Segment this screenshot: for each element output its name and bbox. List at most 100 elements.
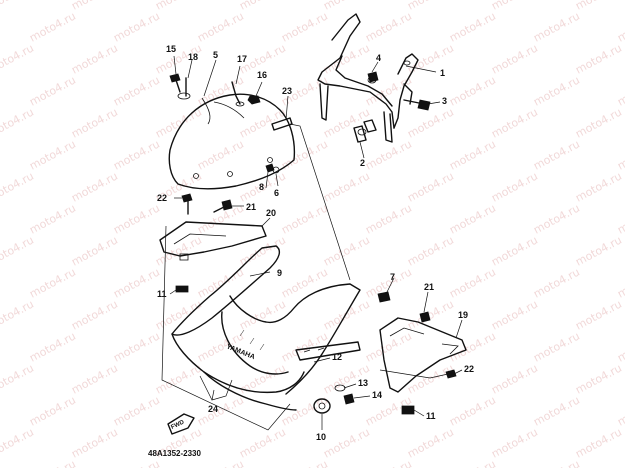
watermark-text: moto4.ru <box>573 105 624 140</box>
callout-11-right: 11 <box>426 411 436 421</box>
watermark-text: moto4.ru <box>153 0 204 13</box>
callout-20: 20 <box>266 208 276 218</box>
watermark-text: moto4.ru <box>27 137 78 172</box>
callout-14: 14 <box>372 390 382 400</box>
watermark-text: moto4.ru <box>0 0 36 13</box>
watermark-text: moto4.ru <box>153 297 204 332</box>
watermark-text: moto4.ru <box>0 105 36 140</box>
watermark-text: moto4.ru <box>195 137 246 172</box>
watermark-text: moto4.ru <box>237 297 288 332</box>
fasteners <box>169 71 457 415</box>
watermark-text: moto4.ru <box>615 201 625 236</box>
watermark-text: moto4.ru <box>111 457 162 468</box>
watermark-text: moto4.ru <box>321 297 372 332</box>
watermark-text: moto4.ru <box>69 297 120 332</box>
watermark-text: moto4.ru <box>363 329 414 364</box>
watermark-text: moto4.ru <box>573 41 624 76</box>
watermark-text: moto4.ru <box>111 265 162 300</box>
inner-panel-left <box>159 221 267 261</box>
fairing-stay <box>317 13 419 143</box>
watermark-text: moto4.ru <box>111 9 162 44</box>
watermark-text: moto4.ru <box>111 393 162 428</box>
watermark-text: moto4.ru <box>615 9 625 44</box>
watermark-text: moto4.ru <box>363 137 414 172</box>
watermark-text: moto4.ru <box>615 265 625 300</box>
watermark-text: moto4.ru <box>489 41 540 76</box>
callout-17: 17 <box>237 54 247 64</box>
watermark-text: moto4.ru <box>489 297 540 332</box>
watermark-text: moto4.ru <box>321 0 372 13</box>
watermark-text: moto4.ru <box>279 265 330 300</box>
watermark-text: moto4.ru <box>489 105 540 140</box>
watermark-text: moto4.ru <box>447 265 498 300</box>
watermark-text: moto4.ru <box>531 73 582 108</box>
callout-15: 15 <box>166 44 176 54</box>
watermark-text: moto4.ru <box>531 201 582 236</box>
watermark-text: moto4.ru <box>363 457 414 468</box>
callout-16: 16 <box>257 70 267 80</box>
watermark-text: moto4.ru <box>573 425 624 460</box>
watermark-text: moto4.ru <box>69 0 120 13</box>
watermark-text: moto4.ru <box>531 457 582 468</box>
watermark-text: moto4.ru <box>447 201 498 236</box>
watermark-text: moto4.ru <box>531 137 582 172</box>
callout-21-right: 21 <box>424 282 434 292</box>
watermark-text: moto4.ru <box>447 73 498 108</box>
watermark-text: moto4.ru <box>531 9 582 44</box>
watermark-text: moto4.ru <box>405 0 456 13</box>
watermark-text: moto4.ru <box>237 0 288 13</box>
leader-lines <box>161 55 463 431</box>
callout-24: 24 <box>208 404 218 414</box>
watermark-text: moto4.ru <box>531 329 582 364</box>
watermark-text: moto4.ru <box>195 9 246 44</box>
watermark-text: moto4.ru <box>0 233 36 268</box>
callout-22-left: 22 <box>157 193 167 203</box>
watermark-text: moto4.ru <box>69 425 120 460</box>
watermark-text: moto4.ru <box>111 73 162 108</box>
watermark-text: moto4.ru <box>0 425 36 460</box>
watermark-text: moto4.ru <box>111 201 162 236</box>
watermark-text: moto4.ru <box>69 41 120 76</box>
callout-8: 8 <box>259 182 264 192</box>
watermark-text: moto4.ru <box>489 425 540 460</box>
callout-23: 23 <box>282 86 292 96</box>
watermark-text: moto4.ru <box>321 41 372 76</box>
watermark-text: moto4.ru <box>321 169 372 204</box>
callout-10: 10 <box>316 432 326 442</box>
watermark-text: moto4.ru <box>363 9 414 44</box>
watermark-text: moto4.ru <box>489 233 540 268</box>
watermark-text: moto4.ru <box>279 9 330 44</box>
callout-5: 5 <box>213 50 218 60</box>
side-cowl-right <box>379 317 467 393</box>
watermark-text: moto4.ru <box>531 265 582 300</box>
callout-19: 19 <box>458 310 468 320</box>
callout-3: 3 <box>442 96 447 106</box>
windscreen <box>168 93 296 190</box>
watermark-text: moto4.ru <box>0 41 36 76</box>
diagram-code: 48A1352-2330 <box>148 449 201 458</box>
watermark-text: moto4.ru <box>27 73 78 108</box>
watermark-text: moto4.ru <box>573 297 624 332</box>
watermark-text: moto4.ru <box>279 457 330 468</box>
callout-11-left: 11 <box>157 289 167 299</box>
watermark-text: moto4.ru <box>405 425 456 460</box>
watermark-text: moto4.ru <box>195 393 246 428</box>
watermark-text: moto4.ru <box>0 297 36 332</box>
watermark-text: moto4.ru <box>447 9 498 44</box>
watermark-text: moto4.ru <box>69 361 120 396</box>
callout-12: 12 <box>332 352 342 362</box>
watermark-text: moto4.ru <box>0 361 36 396</box>
watermark-text: moto4.ru <box>447 137 498 172</box>
watermark-text: moto4.ru <box>615 457 625 468</box>
watermark-text: moto4.ru <box>321 425 372 460</box>
callout-6: 6 <box>274 188 279 198</box>
watermark-text: moto4.ru <box>615 137 625 172</box>
callout-13: 13 <box>358 378 368 388</box>
watermark-text: moto4.ru <box>69 105 120 140</box>
watermark-text: moto4.ru <box>111 137 162 172</box>
watermark-text: moto4.ru <box>69 169 120 204</box>
watermark-text: moto4.ru <box>405 169 456 204</box>
fwd-arrow: FWD <box>167 413 195 435</box>
